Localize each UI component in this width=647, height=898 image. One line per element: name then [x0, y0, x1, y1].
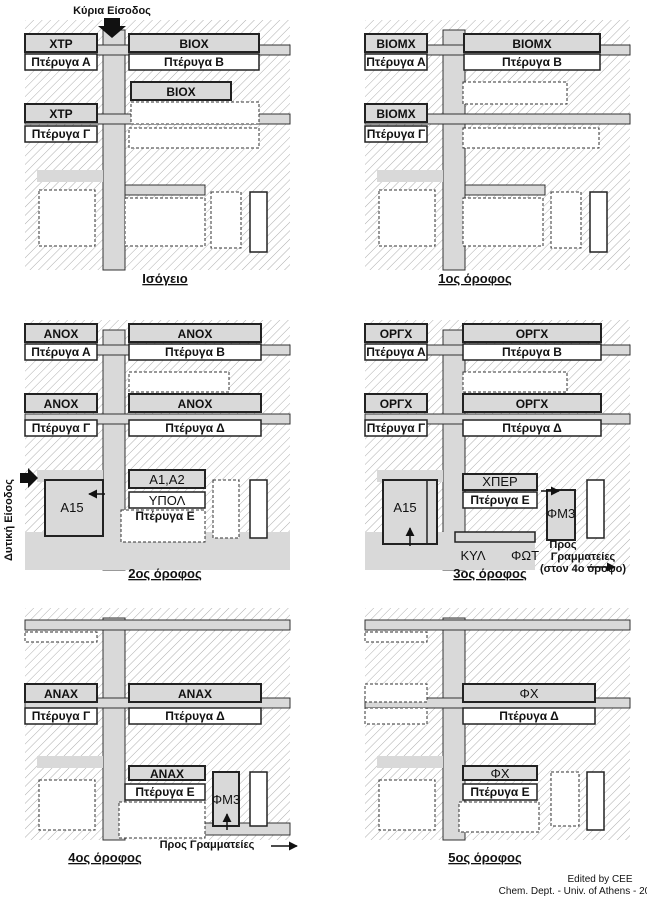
west-entrance-label: Δυτική Είσοδος — [3, 479, 15, 561]
floor-panel-ground: ΧΤΡ ΒΙΟΧ ΧΤΡ ΒΙΟΧ Πτέρυγα Α Πτέρυγα Β Πτ… — [24, 20, 291, 286]
wing-e-label: Πτέρυγα Ε — [135, 785, 194, 799]
room-mid-code: ΒΙΟΧ — [166, 85, 195, 99]
room-d-code: ΑΝΟΧ — [178, 397, 213, 411]
wing-d-label: Πτέρυγα Δ — [165, 709, 225, 723]
entrance-arrow-icon — [98, 18, 126, 38]
note-line-2: Γραμματείες — [551, 551, 616, 563]
wing-d-label: Πτέρυγα Δ — [165, 421, 225, 435]
west-entrance-arrow-icon — [20, 468, 38, 488]
wing-e-label: Πτέρυγα Ε — [470, 493, 529, 507]
floor-title: 4ος όροφος — [68, 850, 142, 865]
wing-b-label: Πτέρυγα Β — [165, 345, 225, 359]
floor-title: 5ος όροφος — [448, 850, 522, 865]
floor-panel-3: ΟΡΓΧ ΟΡΓΧ Πτέρυγα Α Πτέρυγα Β ΟΡΓΧ ΟΡΓΧ … — [364, 320, 631, 581]
floor-title: 1ος όροφος — [438, 271, 512, 286]
room-a-code: ΟΡΓΧ — [380, 327, 413, 341]
wing-a-label: Πτέρυγα Α — [31, 55, 91, 69]
wing-d-label: Πτέρυγα Δ — [502, 421, 562, 435]
kyl-label: ΚΥΛ — [460, 548, 485, 563]
main-entrance-label: Κύρια Είσοδος — [73, 5, 151, 17]
room-b-code: ΑΝΟΧ — [178, 327, 213, 341]
floor-panel-1: ΒΙΟΜΧ ΒΙΟΜΧ ΒΙΟΜΧ Πτέρυγα Α Πτέρυγα Β Πτ… — [364, 20, 631, 286]
room-b — [128, 33, 260, 53]
room-a-code: ΒΙΟΜΧ — [376, 37, 415, 51]
wing-b-label: Πτέρυγα Β — [164, 55, 224, 69]
wing-a-label: Πτέρυγα Α — [366, 345, 426, 359]
floor-title: Ισόγειο — [142, 271, 187, 286]
room-b-code: ΒΙΟΧ — [179, 37, 208, 51]
room-anax-code: ΑΝΑΧ — [150, 767, 184, 781]
floor-panel-5: ΦΧ Πτέρυγα Δ ΦΧ Πτέρυγα Ε 5ος όροφος — [364, 608, 631, 865]
wing-e-label: Πτέρυγα Ε — [470, 785, 529, 799]
wing-d-label: Πτέρυγα Δ — [499, 709, 559, 723]
credit-line-2: Chem. Dept. - Univ. of Athens - 2004 — [499, 886, 647, 897]
room-fm3-code: ΦΜ3 — [547, 506, 575, 521]
wing-c-label: Πτέρυγα Γ — [367, 127, 426, 141]
room-xper-code: ΧΠΕΡ — [482, 474, 517, 489]
room-ypol-code: ΥΠΟΛ — [149, 493, 186, 508]
room-b-code: ΒΙΟΜΧ — [512, 37, 551, 51]
room-a1-a2-code: Α1,Α2 — [149, 472, 184, 487]
note-line-1: Προς — [549, 539, 576, 551]
room-c — [24, 103, 98, 123]
wing-c-label: Πτέρυγα Γ — [367, 421, 426, 435]
hall-a15-code: Α15 — [60, 500, 83, 515]
room-d-code: ΦΧ — [519, 686, 538, 701]
room-d-code: ΑΝΑΧ — [178, 687, 212, 701]
note-line-3: (στον 4ο όροφο) — [540, 563, 626, 575]
wing-a-label: Πτέρυγα Α — [366, 55, 426, 69]
floor-panel-2: ΑΝΟΧ ΑΝΟΧ Πτέρυγα Α Πτέρυγα Β ΑΝΟΧ ΑΝΟΧ … — [24, 320, 291, 581]
wing-b-label: Πτέρυγα Β — [502, 55, 562, 69]
room-a — [24, 33, 98, 53]
wing-c-label: Πτέρυγα Γ — [32, 709, 91, 723]
room-fx-code: ΦΧ — [490, 766, 509, 781]
wing-a-label: Πτέρυγα Α — [31, 345, 91, 359]
room-c-code: ΒΙΟΜΧ — [376, 107, 415, 121]
room-c-code: ΧΤΡ — [49, 107, 72, 121]
wing-c-label: Πτέρυγα Γ — [32, 127, 91, 141]
wing-b-label: Πτέρυγα Β — [502, 345, 562, 359]
credit-line-1: Edited by CEE — [567, 874, 632, 885]
note-line-1: Προς Γραμματείες — [160, 839, 255, 851]
room-c-code: ΟΡΓΧ — [380, 397, 413, 411]
floor-title: 3ος όροφος — [453, 566, 527, 581]
wing-e-label: Πτέρυγα Ε — [135, 509, 194, 523]
room-d-code: ΟΡΓΧ — [516, 397, 549, 411]
room-fm3-code: ΦΜ3 — [212, 792, 240, 807]
room-mid — [130, 81, 232, 101]
floor-panel-4: ΑΝΑΧ ΑΝΑΧ Πτέρυγα Γ Πτέρυγα Δ ΑΝΑΧ Πτέρυ… — [24, 608, 298, 865]
room-a-code: ΧΤΡ — [49, 37, 72, 51]
wing-c-label: Πτέρυγα Γ — [32, 421, 91, 435]
room-b-code: ΟΡΓΧ — [516, 327, 549, 341]
fot-label: ΦΩΤ — [511, 548, 539, 563]
room-c-code: ΑΝΟΧ — [44, 397, 79, 411]
floor-title: 2ος όροφος — [128, 566, 202, 581]
room-a-code: ΑΝΟΧ — [44, 327, 79, 341]
hall-a15-code: Α15 — [393, 500, 416, 515]
room-c-code: ΑΝΑΧ — [44, 687, 78, 701]
